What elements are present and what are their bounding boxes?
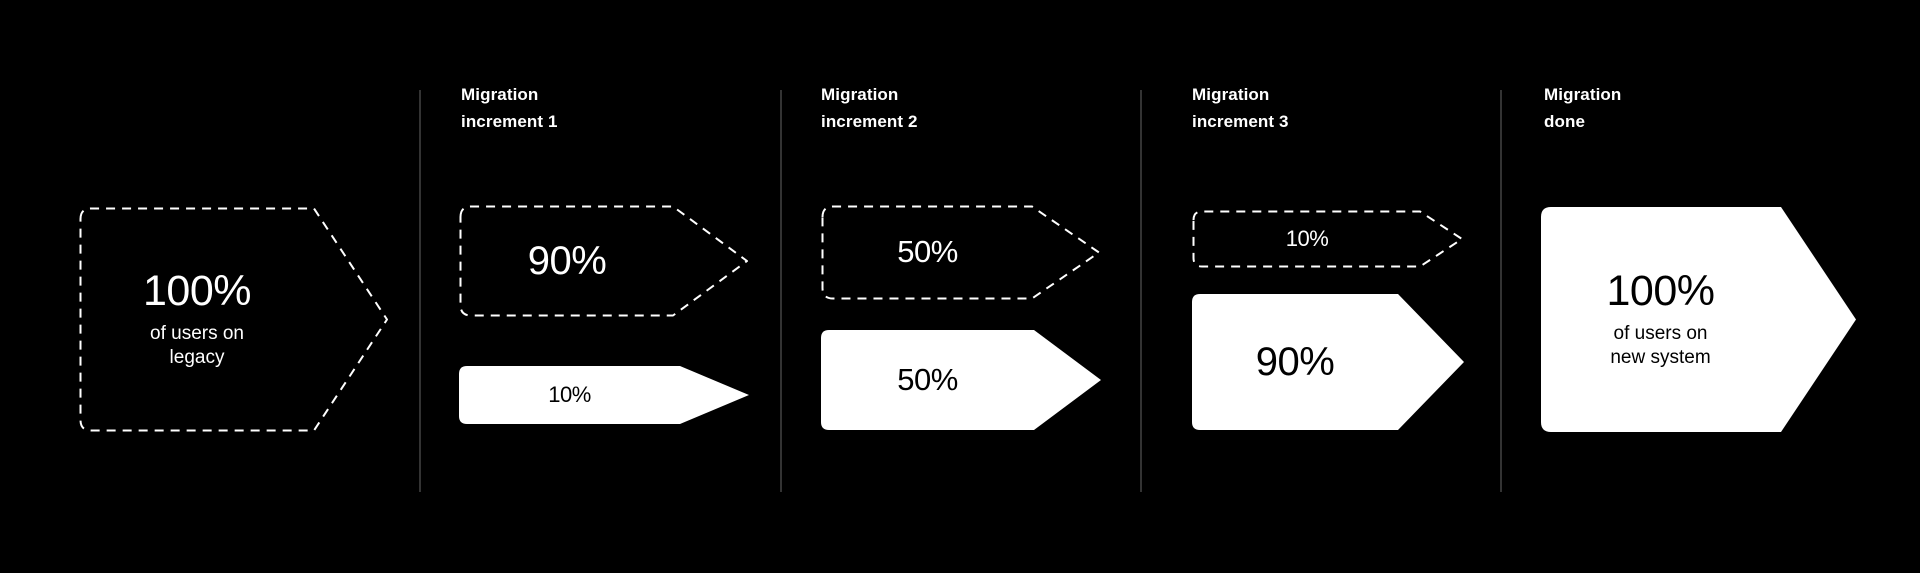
- arrow-increment-2-legacy-50: 50%: [821, 205, 1101, 300]
- column-title-done: Migration done: [1544, 85, 1622, 131]
- column-divider-4: [1500, 90, 1502, 492]
- arrow-shape-solid: [1192, 294, 1464, 430]
- column-divider-1: [419, 90, 421, 492]
- column-divider-2: [780, 90, 782, 492]
- column-title-increment-3: Migration increment 3: [1192, 85, 1289, 131]
- arrow-increment-1-legacy-90: 90%: [459, 205, 749, 317]
- arrow-done-100: 100% of users on new system: [1541, 207, 1856, 432]
- column-title-increment-1: Migration increment 1: [461, 85, 558, 131]
- arrow-increment-3-new-90: 90%: [1192, 294, 1464, 430]
- arrow-shape-solid: [1541, 207, 1856, 432]
- arrow-shape-dashed: [79, 207, 388, 432]
- arrow-legacy-100: 100% of users on legacy: [79, 207, 389, 432]
- arrow-shape-dashed: [459, 205, 748, 317]
- arrow-shape-dashed: [821, 205, 1100, 300]
- arrow-increment-2-new-50: 50%: [821, 330, 1101, 430]
- arrow-increment-1-new-10: 10%: [459, 366, 749, 424]
- column-divider-3: [1140, 90, 1142, 492]
- arrow-increment-3-legacy-10: 10%: [1192, 210, 1464, 268]
- arrow-shape-dashed: [1192, 210, 1463, 268]
- arrow-shape-solid: [459, 366, 749, 424]
- arrow-shape-solid: [821, 330, 1101, 430]
- column-title-increment-2: Migration increment 2: [821, 85, 918, 131]
